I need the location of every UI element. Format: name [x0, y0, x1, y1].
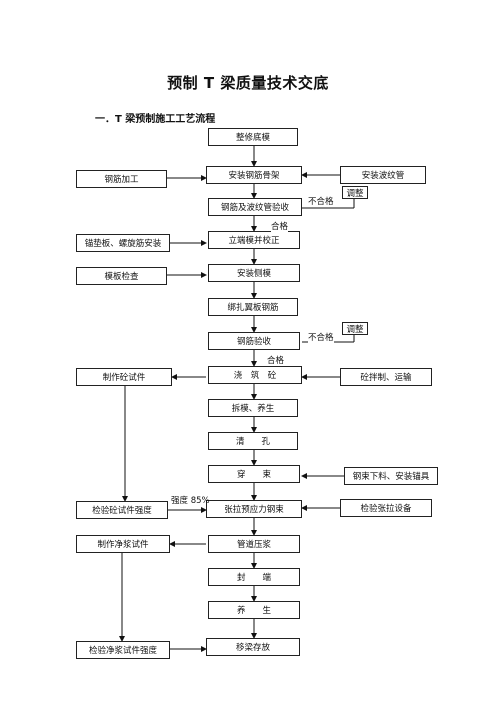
step-clean-holes: 清 孔 — [208, 432, 298, 450]
right-strand-cutting-anchor: 钢束下料、安装锚具 — [344, 467, 438, 485]
left-test-grout-strength: 检验净浆试件强度 — [76, 641, 170, 659]
step-curing: 养 生 — [208, 601, 300, 619]
step-flange-rebar: 绑扎翼板钢筋 — [208, 298, 298, 316]
step-end-form-correction: 立端模并校正 — [208, 231, 300, 249]
step-duct-grouting: 管道压浆 — [208, 535, 300, 553]
step-move-store-beam: 移梁存放 — [206, 638, 300, 656]
right-concrete-mixing-transport: 砼拌制、运输 — [340, 368, 432, 386]
step-install-rebar-cage: 安装钢筋骨架 — [206, 166, 302, 184]
left-make-concrete-specimen: 制作砼试件 — [76, 368, 172, 386]
step-rebar-inspection: 钢筋验收 — [208, 332, 300, 350]
step-demold-cure: 拆模、养生 — [208, 399, 298, 417]
step-install-side-form: 安装侧模 — [208, 264, 300, 282]
left-anchor-plate-spiral: 锚垫板、螺旋筋安装 — [76, 234, 170, 252]
fail-label-1: 不合格 — [308, 195, 334, 207]
step-thread-strands: 穿 束 — [208, 465, 300, 483]
pass-label-1: 合格 — [271, 220, 289, 232]
section-heading: 一．T 梁预制施工工艺流程 — [95, 114, 216, 125]
step-tension-strands: 张拉预应力钢束 — [206, 500, 302, 518]
left-rebar-processing: 钢筋加工 — [76, 170, 167, 188]
strength-label: 强度 85% — [171, 496, 210, 506]
left-test-concrete-strength: 检验砼试件强度 — [76, 501, 168, 519]
adjust-box-1: 调整 — [342, 186, 368, 199]
step-repair-bottom-form: 整修底模 — [208, 128, 298, 146]
right-install-corrugated-duct: 安装波纹管 — [340, 166, 426, 184]
step-rebar-duct-inspection: 钢筋及波纹管验收 — [208, 198, 302, 216]
left-make-grout-specimen: 制作净浆试件 — [76, 535, 170, 553]
adjust-box-2: 调整 — [342, 322, 368, 335]
step-seal-ends: 封 端 — [208, 568, 300, 586]
left-formwork-check: 模板检查 — [76, 267, 167, 285]
fail-label-2: 不合格 — [308, 331, 334, 343]
step-pour-concrete: 浇 筑 砼 — [208, 366, 302, 384]
pass-label-2: 合格 — [267, 354, 285, 366]
right-check-tension-equipment: 检验张拉设备 — [340, 499, 432, 517]
page-title: 预制 T 梁质量技术交底 — [167, 74, 329, 92]
